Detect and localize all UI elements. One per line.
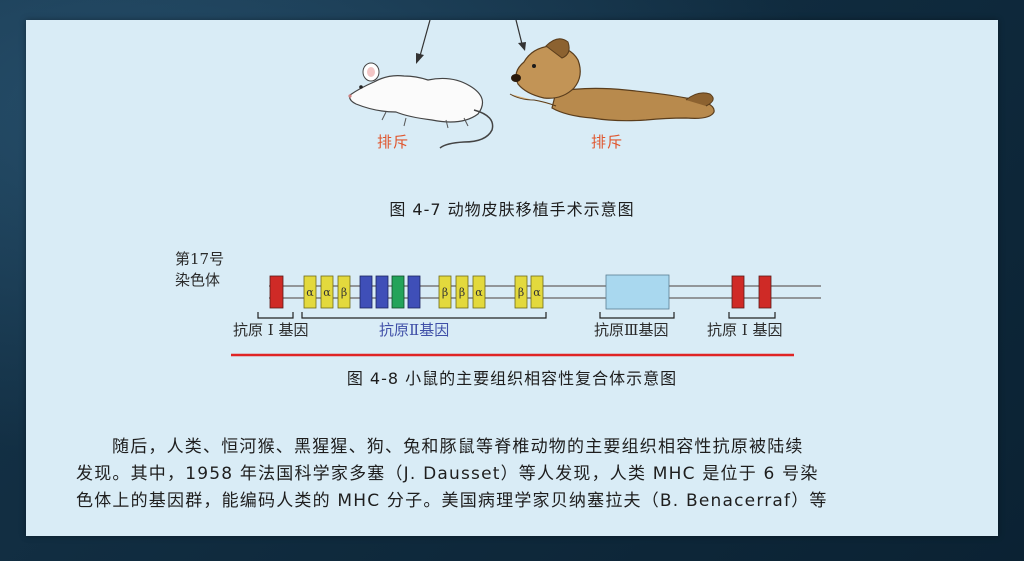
figure-4-8-title: 图 4-8 小鼠的主要组织相容性复合体示意图: [346, 369, 678, 388]
body-paragraph: 随后，人类、恒河猴、黑猩猩、狗、兔和豚鼠等脊椎动物的主要组织相容性抗原被陆续 发…: [76, 434, 981, 515]
mouse-illustration: [348, 62, 494, 149]
gene-letter: α: [306, 286, 314, 299]
gene-box-yellow: [320, 275, 334, 309]
gene-box-yellow: [455, 275, 469, 309]
chromosome-label-line1: 第17号: [175, 250, 225, 268]
body-line-1: 随后，人类、恒河猴、黑猩猩、狗、兔和豚鼠等脊椎动物的主要组织相容性抗原被陆续: [112, 437, 804, 457]
figure-4-7-title: 图 4-7 动物皮肤移植手术示意图: [389, 200, 635, 219]
gene-box-blue: [407, 275, 421, 309]
gene-letter: α: [26, 240, 27, 241]
dog-illustration: [509, 38, 715, 122]
gene-box-yellow: [337, 275, 351, 309]
group-label-antigen-1-right: 抗原 I 基因: [707, 321, 783, 339]
gene-box-yellow: [514, 275, 528, 309]
arrow-to-mouse: [416, 20, 431, 64]
group-label-antigen-3: 抗原Ⅲ基因: [594, 321, 669, 339]
bracket-antigen-2: [301, 312, 547, 319]
gene-letter: α: [533, 286, 541, 299]
arrow-to-dog: [515, 20, 526, 51]
mhc-gene-map: α α β β β α β α α: [26, 240, 821, 357]
gene-box-yellow: [438, 275, 452, 309]
figure-4-7-illustration: [348, 20, 715, 149]
gene-letter: β: [341, 286, 347, 299]
bracket-antigen-1-right: [728, 312, 776, 319]
figure-4-7-right-caption: 排斥: [591, 133, 624, 151]
group-label-antigen-2: 抗原Ⅱ基因: [379, 321, 450, 339]
chromosome-label: 第17号 染色体: [175, 249, 245, 291]
gene-box-red: [269, 275, 284, 309]
gene-box-yellow: [530, 275, 544, 309]
gene-box-yellow: [303, 275, 317, 309]
gene-letter: β: [442, 286, 448, 299]
bracket-antigen-1-left: [257, 312, 294, 319]
body-line-3: 色体上的基因群，能编码人类的 MHC 分子。美国病理学家贝纳塞拉夫（B. Ben…: [76, 491, 828, 511]
gene-box-yellow: [472, 275, 486, 309]
gene-box-blue: [359, 275, 373, 309]
figure-4-7-left-caption: 排斥: [377, 133, 410, 151]
chromosome-label-line2: 染色体: [175, 271, 221, 289]
gene-letter: β: [459, 286, 465, 299]
gene-letter: α: [475, 286, 483, 299]
gene-box-red: [758, 275, 772, 309]
bracket-antigen-3: [599, 312, 675, 319]
gene-letter: β: [518, 286, 524, 299]
group-label-antigen-1-left: 抗原 I 基因: [233, 321, 309, 339]
gene-letter: α: [323, 286, 331, 299]
gene-box-light-blue: [605, 274, 670, 310]
gene-box-red: [731, 275, 745, 309]
gene-box-green: [391, 275, 405, 309]
gene-box-blue: [375, 275, 389, 309]
body-line-2: 发现。其中，1958 年法国科学家多塞（J. Dausset）等人发现，人类 M…: [76, 464, 819, 484]
textbook-page: 排斥 排斥 图 4-7 动物皮肤移植手术示意图 第17号 染色体 α α β β…: [26, 20, 998, 536]
